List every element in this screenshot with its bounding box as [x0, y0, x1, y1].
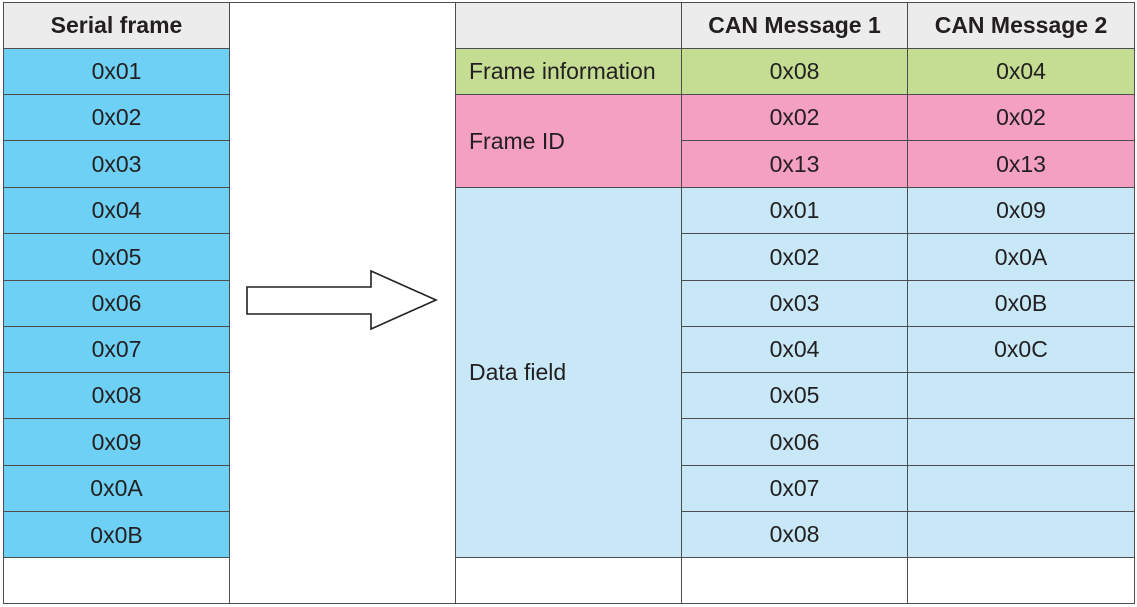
serial-byte-cell: 0x01 [3, 48, 230, 95]
serial-byte-cell: 0x08 [3, 372, 230, 419]
data-field-msg2-cell [907, 372, 1135, 419]
serial-byte-cell: 0x03 [3, 140, 230, 188]
data-field-msg2-cell: 0x0A [907, 233, 1135, 281]
serial-byte-cell: 0x06 [3, 280, 230, 327]
serial-empty-row [3, 557, 230, 604]
serial-byte-cell: 0x0B [3, 511, 230, 559]
serial-byte-cell: 0x05 [3, 233, 230, 281]
frame-information-msg2: 0x04 [907, 48, 1135, 95]
can-empty-row-msg2 [907, 557, 1135, 604]
data-field-label: Data field [455, 187, 682, 558]
serial-byte-cell: 0x02 [3, 94, 230, 141]
data-field-msg1-cell: 0x02 [681, 233, 908, 281]
data-field-msg1-cell: 0x03 [681, 280, 908, 327]
can-message-2-header: CAN Message 2 [907, 2, 1135, 49]
frame-information-label: Frame information [455, 48, 682, 95]
data-field-msg1-cell: 0x08 [681, 511, 908, 558]
serial-byte-cell: 0x07 [3, 326, 230, 373]
frame-id-msg1-byte2: 0x13 [681, 140, 908, 188]
can-empty-row-msg1 [681, 557, 908, 604]
serial-byte-cell: 0x0A [3, 465, 230, 512]
data-field-msg1-cell: 0x01 [681, 187, 908, 234]
data-field-msg2-cell: 0x0C [907, 326, 1135, 373]
serial-byte-cell: 0x04 [3, 187, 230, 234]
data-field-msg1-cell: 0x07 [681, 465, 908, 512]
frame-id-label: Frame ID [455, 94, 682, 188]
frame-id-msg1-byte1: 0x02 [681, 94, 908, 141]
can-header-blank [455, 2, 682, 49]
data-field-msg2-cell: 0x0B [907, 280, 1135, 327]
frame-information-msg1: 0x08 [681, 48, 908, 95]
data-field-msg1-cell: 0x06 [681, 418, 908, 466]
can-message-1-header: CAN Message 1 [681, 2, 908, 49]
data-field-msg2-cell [907, 465, 1135, 512]
frame-id-msg2-byte2: 0x13 [907, 140, 1135, 188]
frame-id-msg2-byte1: 0x02 [907, 94, 1135, 141]
serial-byte-cell: 0x09 [3, 418, 230, 466]
data-field-msg2-cell: 0x09 [907, 187, 1135, 234]
data-field-msg1-cell: 0x04 [681, 326, 908, 373]
can-empty-row-label [455, 557, 682, 604]
right-arrow-icon [246, 269, 438, 331]
data-field-msg2-cell [907, 418, 1135, 466]
data-field-msg1-cell: 0x05 [681, 372, 908, 419]
data-field-msg2-cell [907, 511, 1135, 558]
serial-frame-header: Serial frame [3, 2, 230, 49]
